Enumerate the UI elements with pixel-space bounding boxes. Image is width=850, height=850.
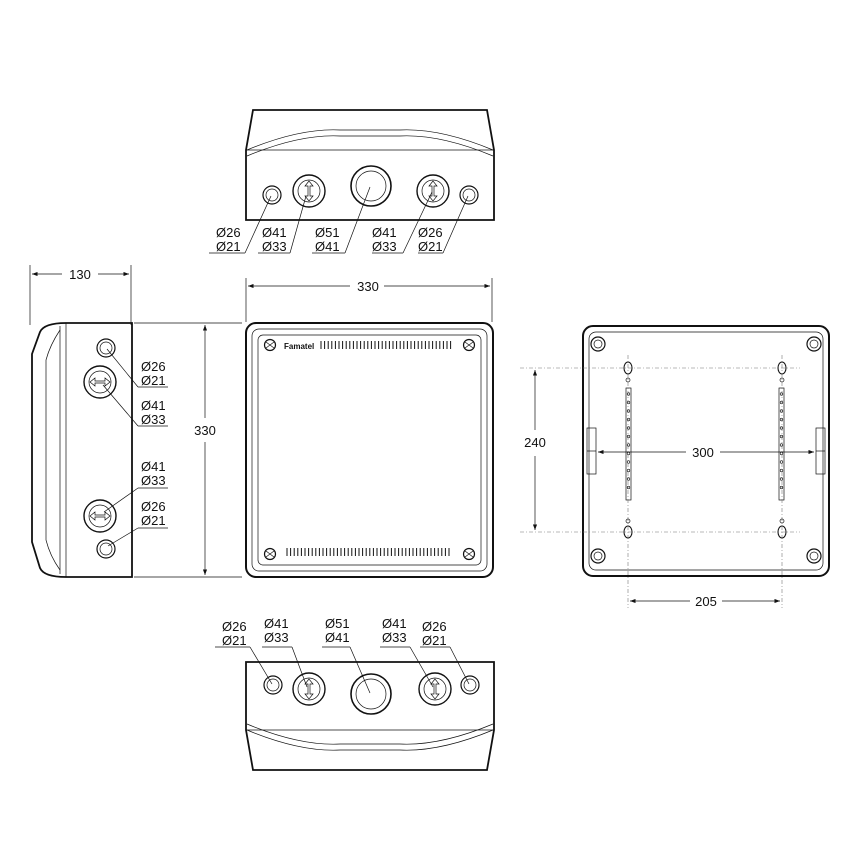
rail-hole bbox=[626, 477, 631, 481]
front-terminal-marks-top bbox=[320, 341, 452, 349]
rail-hole bbox=[779, 460, 784, 464]
front-screw-tl bbox=[263, 338, 277, 352]
dimension-width: 330 bbox=[245, 278, 493, 322]
rail-hole bbox=[779, 417, 784, 422]
top-label-2a: Ø41 bbox=[262, 225, 287, 240]
bottom-label-2a: Ø41 bbox=[264, 616, 289, 631]
rail-hole bbox=[779, 409, 784, 413]
dim-mount-bottom-label: 205 bbox=[695, 594, 717, 609]
side-knockout-medium-bottom bbox=[83, 499, 117, 533]
rail-hole bbox=[779, 477, 784, 481]
dimension-depth: 130 bbox=[29, 265, 132, 325]
bottom-label-3b: Ø41 bbox=[325, 630, 350, 645]
rail-hole bbox=[626, 443, 631, 447]
bottom-label-5a: Ø26 bbox=[422, 619, 447, 634]
rail-hole bbox=[626, 417, 631, 422]
back-hole-tr bbox=[806, 336, 822, 352]
side-label-1a: Ø26 bbox=[141, 359, 166, 374]
top-knockout-large bbox=[350, 165, 392, 207]
back-hole-bl bbox=[590, 548, 606, 564]
bottom-knockout-medium-right bbox=[418, 672, 452, 706]
top-label-3b: Ø41 bbox=[315, 239, 340, 254]
front-terminal-marks-bottom bbox=[286, 548, 450, 556]
top-label-3a: Ø51 bbox=[315, 225, 340, 240]
side-label-2a: Ø41 bbox=[141, 398, 166, 413]
dim-width-label: 330 bbox=[357, 279, 379, 294]
side-label-4a: Ø26 bbox=[141, 499, 166, 514]
front-screw-br bbox=[462, 547, 476, 561]
bottom-knockout-small-left bbox=[263, 675, 283, 695]
rail-hole bbox=[626, 485, 631, 490]
top-knockout-small-left bbox=[262, 185, 282, 205]
bottom-label-2b: Ø33 bbox=[264, 630, 289, 645]
top-knockout-small-right bbox=[459, 185, 479, 205]
top-label-2b: Ø33 bbox=[262, 239, 287, 254]
rail-hole bbox=[626, 434, 631, 439]
dimension-mount-bottom: 205 bbox=[630, 594, 780, 609]
dimension-mount-vertical: 240 bbox=[524, 370, 546, 530]
back-hole-tl bbox=[590, 336, 606, 352]
top-knockout-medium-right bbox=[416, 174, 450, 208]
top-label-1a: Ø26 bbox=[216, 225, 241, 240]
bottom-knockout-small-right bbox=[460, 675, 480, 695]
dim-mount-horizontal-label: 300 bbox=[692, 445, 714, 460]
top-label-4a: Ø41 bbox=[372, 225, 397, 240]
rail-hole bbox=[779, 468, 784, 473]
rail-hole bbox=[626, 468, 631, 473]
rail-hole bbox=[626, 460, 631, 464]
bottom-knockout-medium-left bbox=[292, 672, 326, 706]
back-rail-holes bbox=[626, 392, 784, 490]
rail-hole bbox=[626, 400, 631, 405]
bottom-label-4b: Ø33 bbox=[382, 630, 407, 645]
bottom-label-4a: Ø41 bbox=[382, 616, 407, 631]
rail-hole bbox=[779, 400, 784, 405]
side-knockout-medium-top bbox=[83, 365, 117, 399]
dim-mount-vertical-label: 240 bbox=[524, 435, 546, 450]
rail-hole bbox=[626, 451, 631, 456]
dimension-mount-horizontal: 300 bbox=[598, 445, 814, 460]
bottom-label-5b: Ø21 bbox=[422, 633, 447, 648]
rail-hole bbox=[626, 392, 631, 396]
top-knockout-medium-left bbox=[292, 174, 326, 208]
rail-hole bbox=[779, 485, 784, 490]
brand-label: Famatel bbox=[284, 342, 314, 351]
back-view bbox=[520, 325, 830, 608]
dim-height-label: 330 bbox=[194, 423, 216, 438]
dim-depth-label: 130 bbox=[69, 267, 91, 282]
top-label-5b: Ø21 bbox=[418, 239, 443, 254]
bottom-label-1a: Ø26 bbox=[222, 619, 247, 634]
top-view: Ø26 Ø21 Ø41 Ø33 Ø51 Ø41 Ø41 Ø33 Ø26 Ø21 bbox=[209, 109, 495, 254]
front-screw-bl bbox=[263, 547, 277, 561]
side-knockout-small-top bbox=[96, 338, 116, 358]
rail-hole bbox=[779, 426, 784, 430]
side-label-1b: Ø21 bbox=[141, 373, 166, 388]
rail-hole bbox=[626, 409, 631, 413]
rail-hole bbox=[779, 451, 784, 456]
bottom-label-1b: Ø21 bbox=[222, 633, 247, 648]
side-label-4b: Ø21 bbox=[141, 513, 166, 528]
top-label-4b: Ø33 bbox=[372, 239, 397, 254]
top-label-5a: Ø26 bbox=[418, 225, 443, 240]
front-view: Famatel bbox=[245, 322, 494, 578]
bottom-label-3a: Ø51 bbox=[325, 616, 350, 631]
side-label-3b: Ø33 bbox=[141, 473, 166, 488]
rail-hole bbox=[626, 426, 631, 430]
side-knockout-small-bottom bbox=[96, 539, 116, 559]
front-screw-tr bbox=[462, 338, 476, 352]
bottom-view: Ø26 Ø21 Ø41 Ø33 Ø51 Ø41 Ø41 Ø33 Ø26 Ø21 bbox=[215, 616, 495, 771]
side-label-2b: Ø33 bbox=[141, 412, 166, 427]
bottom-knockout-large bbox=[350, 673, 392, 715]
side-label-3a: Ø41 bbox=[141, 459, 166, 474]
rail-hole bbox=[779, 443, 784, 447]
top-label-1b: Ø21 bbox=[216, 239, 241, 254]
rail-hole bbox=[779, 392, 784, 396]
side-view: Ø26 Ø21 Ø41 Ø33 Ø41 Ø33 Ø26 Ø21 bbox=[31, 322, 168, 578]
back-hole-br bbox=[806, 548, 822, 564]
dimension-height: 330 bbox=[134, 322, 242, 578]
rail-hole bbox=[779, 434, 784, 439]
